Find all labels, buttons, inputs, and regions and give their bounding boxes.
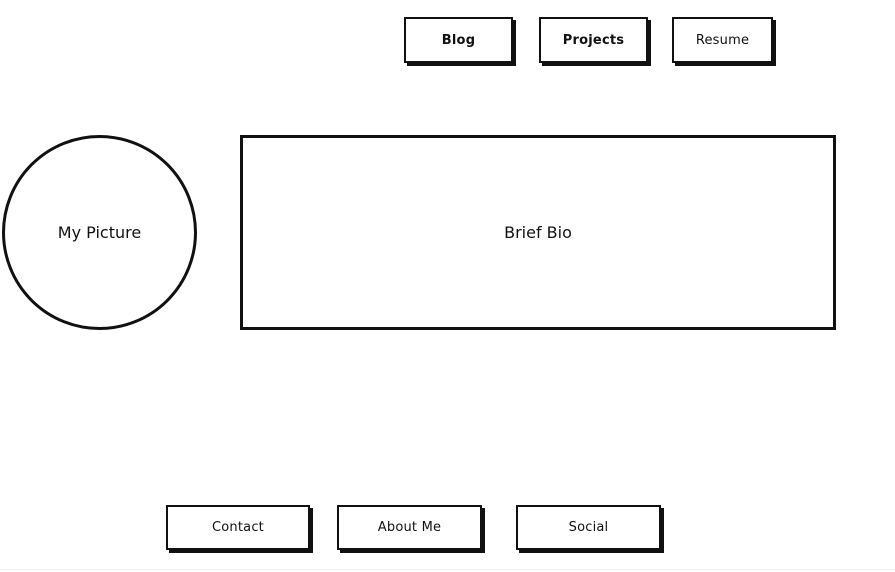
about-me-button[interactable]: About Me xyxy=(337,505,482,550)
resume-button[interactable]: Resume xyxy=(672,17,773,63)
profile-picture-label: My Picture xyxy=(57,223,142,242)
social-button-label: Social xyxy=(568,520,609,535)
brief-bio-box: Brief Bio xyxy=(240,135,836,330)
contact-button[interactable]: Contact xyxy=(166,505,310,550)
profile-picture-placeholder: My Picture xyxy=(2,135,197,330)
resume-button-label: Resume xyxy=(695,32,750,48)
projects-button[interactable]: Projects xyxy=(539,17,648,63)
social-button[interactable]: Social xyxy=(516,505,661,550)
blog-button[interactable]: Blog xyxy=(404,17,513,63)
contact-button-label: Contact xyxy=(212,520,264,535)
page-bottom-divider xyxy=(0,569,895,570)
about-me-button-label: About Me xyxy=(377,520,442,535)
projects-button-label: Projects xyxy=(562,32,625,48)
blog-button-label: Blog xyxy=(441,32,476,48)
brief-bio-label: Brief Bio xyxy=(504,223,572,242)
